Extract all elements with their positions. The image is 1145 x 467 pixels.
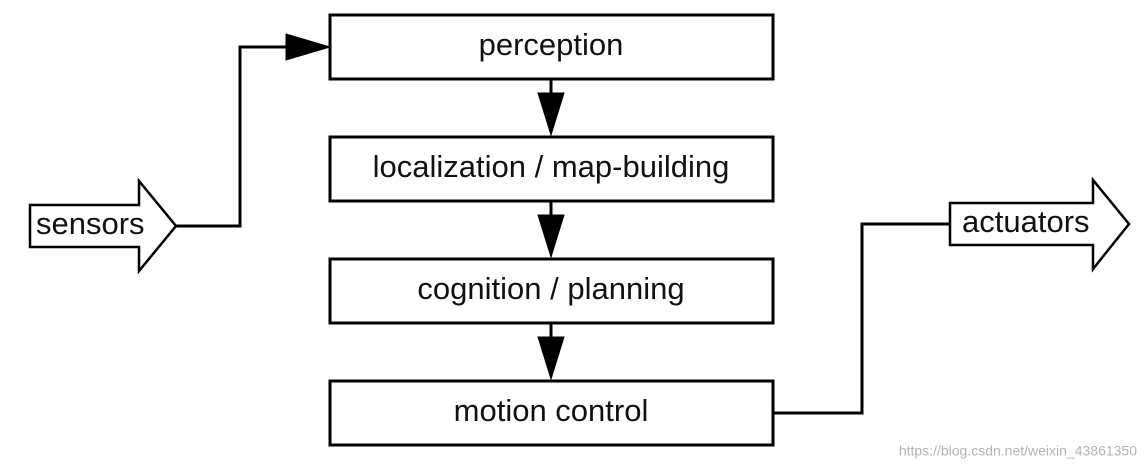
cognition-to-motion-arrow <box>537 323 565 381</box>
watermark-text: https://blog.csdn.net/weixin_43861350 <box>899 443 1137 459</box>
cognition-box <box>328 257 775 325</box>
localization-to-cognition-arrow <box>537 201 565 259</box>
perception-label: perception <box>479 27 624 62</box>
perception-to-localization-arrowhead <box>537 92 565 137</box>
actuators-output-arrow: actuators <box>948 176 1131 273</box>
cognition-node: cognition / planning <box>328 257 775 325</box>
motion-control-label: motion control <box>454 393 649 428</box>
motion-to-actuators-connector <box>773 222 950 415</box>
localization-node: localization / map-building <box>328 135 775 203</box>
cognition-to-motion-arrowhead <box>537 336 565 381</box>
cognition-label: cognition / planning <box>417 271 684 306</box>
sensors-connector-line <box>176 45 290 228</box>
localization-box <box>328 135 775 203</box>
localization-to-cognition-arrowhead <box>537 214 565 259</box>
actuators-arrow-shape <box>948 176 1131 273</box>
perception-node: perception <box>328 13 775 81</box>
perception-to-localization-arrow <box>537 79 565 137</box>
sensors-connector-arrowhead <box>285 33 332 61</box>
actuators-label: actuators <box>962 204 1090 239</box>
motion-control-node: motion control <box>328 379 775 447</box>
actuators-connector-line <box>773 222 950 415</box>
sensors-label: sensors <box>36 206 145 241</box>
sensors-arrow-shape <box>28 177 178 275</box>
sensors-to-perception-connector <box>176 33 332 228</box>
perception-box <box>328 13 775 81</box>
sensors-input-arrow: sensors <box>28 177 178 275</box>
localization-label: localization / map-building <box>373 149 730 184</box>
